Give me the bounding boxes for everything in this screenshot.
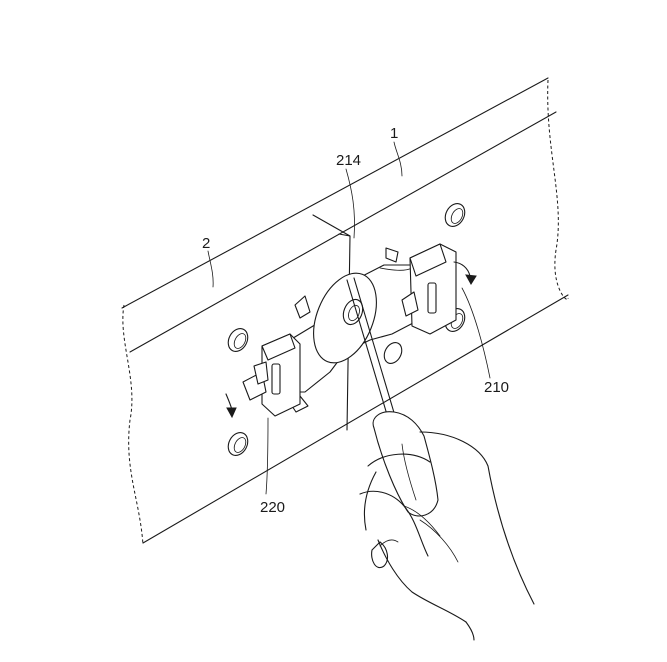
hole-center-lower	[383, 342, 403, 364]
leader-lines	[207, 141, 491, 495]
hole-upper-right	[444, 203, 466, 227]
hole-lower-left	[227, 432, 249, 456]
reference-labels: 1 2 214 210 220	[202, 125, 509, 516]
mounting-holes	[227, 203, 466, 456]
clip-210	[401, 243, 477, 335]
clip-220	[225, 333, 301, 419]
label-rail-1: 1	[390, 125, 398, 142]
hand-illustration	[359, 431, 535, 641]
screwdriver	[346, 277, 439, 517]
connecting-plate-214	[269, 264, 429, 393]
label-part-210: 210	[484, 379, 509, 396]
label-part-214: 214	[336, 152, 361, 169]
label-part-220: 220	[260, 499, 285, 516]
hole-upper-left	[227, 328, 249, 352]
rail-assembly	[121, 77, 569, 546]
label-rail-2: 2	[202, 235, 210, 252]
